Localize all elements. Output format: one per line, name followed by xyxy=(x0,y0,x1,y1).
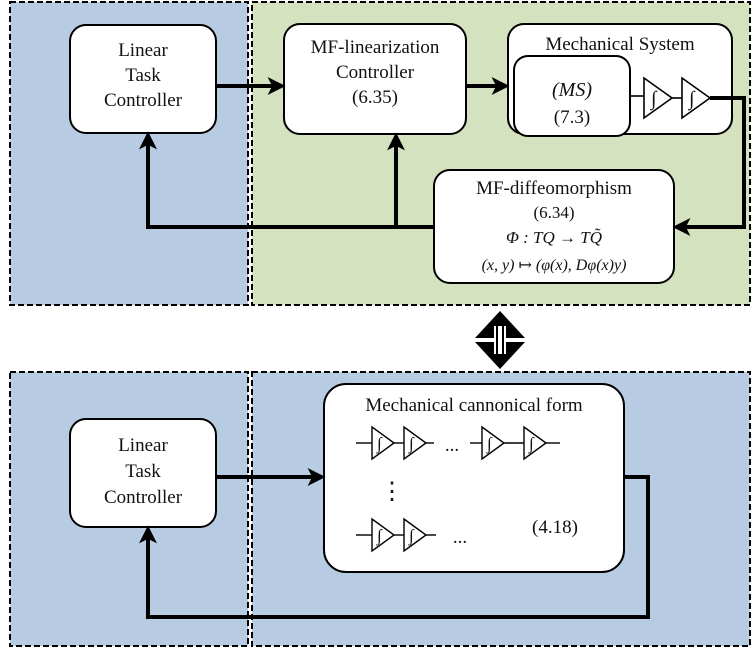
mcf-row2-dots: ... xyxy=(453,527,467,548)
mechanical-canonical-form: Mechanical cannonical form ... ⋮ ... (4.… xyxy=(323,383,625,573)
arrow-ms-to-mfd xyxy=(672,96,746,236)
bottom-linear-task-controller: Linear Task Controller xyxy=(69,418,217,528)
top-ltc-line2: Task xyxy=(125,65,161,86)
arrow-canonical-to-ltc xyxy=(139,475,650,619)
mf-linearization-controller: MF-linearization Controller (6.35) xyxy=(283,23,467,135)
bottom-ltc-line1: Linear xyxy=(118,435,168,456)
mflc-line2: Controller xyxy=(336,62,415,83)
bottom-ltc-line3: Controller xyxy=(104,487,183,508)
mcf-vertical-dots: ⋮ xyxy=(380,479,404,505)
mflc-line3: (6.35) xyxy=(352,87,398,108)
top-ltc-line3: Controller xyxy=(104,90,183,111)
mfd-map-line: Φ : TQ → TQ̃ xyxy=(506,228,602,247)
mcf-row1-dots: ... xyxy=(445,435,459,456)
mf-diffeomorphism: MF-diffeomorphism (6.34) Φ : TQ → TQ̃ (x… xyxy=(433,169,675,284)
ms-inner-label: (MS) xyxy=(552,79,592,101)
ms-inner-eq: (7.3) xyxy=(554,107,590,128)
mechanical-system: Mechanical System (MS) (7.3) xyxy=(507,23,733,137)
bottom-ltc-line2: Task xyxy=(125,461,161,482)
mcf-title: Mechanical cannonical form xyxy=(365,395,583,416)
top-linear-task-controller: Linear Task Controller xyxy=(69,24,217,134)
mcf-eq-ref: (4.18) xyxy=(532,517,578,538)
mfd-title: MF-diffeomorphism xyxy=(476,178,632,199)
mfd-action-line: (x, y) ↦ (φ(x), Dφ(x)y) xyxy=(482,257,627,274)
ms-title: Mechanical System xyxy=(545,34,695,55)
arrow-mfd-to-ltc xyxy=(139,131,434,229)
mfd-eq-ref: (6.34) xyxy=(533,203,574,222)
double-headed-arrow-icon: ⇕ xyxy=(475,311,525,369)
mflc-line1: MF-linearization xyxy=(311,37,440,58)
top-ltc-line1: Linear xyxy=(118,40,168,61)
